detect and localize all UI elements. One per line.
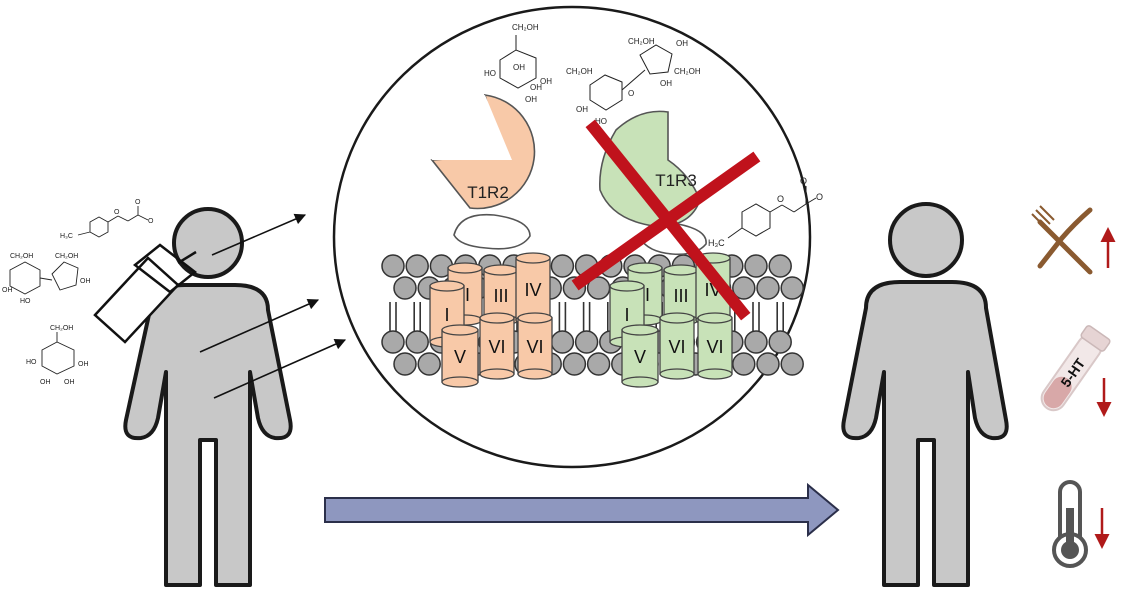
chem-label: OH (40, 379, 51, 386)
chem-label: HO (20, 298, 31, 305)
t1r3-label: T1R3 (655, 171, 697, 190)
lipid-head (550, 330, 575, 354)
chem-label: CH₂OH (674, 67, 701, 76)
helix-label: V (634, 347, 646, 367)
chem-label: HO (595, 117, 607, 126)
chem-label: CH₂OH (55, 253, 78, 260)
chem-label: OH (660, 79, 672, 88)
receptor-zoom-circle (332, 5, 812, 469)
helix-cylinder: VI (697, 312, 733, 380)
lipid-head (393, 276, 417, 300)
lipid-head (574, 330, 599, 354)
person-left (123, 207, 293, 587)
lipid-head (756, 352, 780, 376)
chem-label: OH (78, 361, 89, 368)
lipid-head (732, 276, 756, 300)
lipid-head (744, 330, 768, 354)
chem-label: O (800, 176, 807, 186)
blocked-cross (571, 119, 761, 321)
person-right (841, 202, 1009, 587)
chem-label: O (628, 89, 634, 98)
lipid-head (381, 330, 405, 354)
sweetener-sachet (93, 243, 198, 344)
glucose-structure-top: CH₂OH OH OH HO OH OH (484, 23, 552, 104)
helix-cylinder: VI (517, 312, 553, 380)
t1r2-label: T1R2 (467, 183, 509, 202)
chem-label: HO (484, 69, 496, 78)
helix-label: VI (706, 337, 723, 357)
lipid-head (405, 254, 429, 278)
process-arrow (324, 482, 840, 538)
lipid-head (562, 352, 587, 376)
helix-label: II (640, 285, 650, 305)
signal-arrows (199, 213, 347, 399)
glucose-structure-left: CH₂OH OH OH HO OH (26, 325, 89, 386)
chem-label: CH₂OH (512, 23, 539, 32)
helix-cylinder: III (663, 264, 699, 326)
chem-label: CH₂OH (628, 37, 655, 46)
lipid-head (768, 330, 792, 354)
helix-label: VI (668, 337, 685, 357)
lipid-head (780, 352, 804, 376)
chem-label: H₃C (708, 238, 725, 248)
chem-label: OH (525, 95, 537, 104)
lipid-head (393, 352, 417, 376)
thermometer-icon (1052, 480, 1088, 568)
lactisole-structure-top: H₃C O O O (708, 176, 823, 248)
helix-label: I (444, 305, 449, 325)
t1r2-receptor: T1R2 (430, 94, 536, 250)
lipid-head (732, 352, 756, 376)
helix-cylinder: VI (479, 312, 515, 380)
sucrose-structure-top: CH₂OH OH HO CH₂OH OH OH O CH₂OH (566, 37, 701, 126)
lactisole-structure-left: H₃C O O O (60, 199, 154, 240)
fork-knife-icon (1031, 205, 1093, 275)
helix-label: VI (488, 337, 505, 357)
lipid-head (744, 254, 768, 278)
lipid-head (756, 276, 780, 300)
chem-label: OH (576, 105, 588, 114)
lipid-head (586, 352, 611, 376)
sucrose-structure-left: CH₂OH OH HO CH₂OH OH (2, 253, 91, 305)
chem-label: OH (540, 77, 552, 86)
chem-label: CH₂OH (10, 253, 33, 260)
helix-label: I (624, 305, 629, 325)
chem-label: OH (2, 287, 13, 294)
chem-label: OH (64, 379, 75, 386)
helix-label: V (454, 347, 466, 367)
blood-tube-icon: 5-HT (1040, 325, 1111, 412)
chem-label: OH (513, 63, 525, 72)
chem-label: HO (26, 359, 37, 366)
lipid-head (768, 254, 792, 278)
chem-label: H₃C (60, 233, 73, 240)
helix-label: II (460, 285, 470, 305)
chem-label: OH (676, 39, 688, 48)
helix-label: VI (526, 337, 543, 357)
lipid-head (550, 254, 575, 278)
lipid-head (405, 330, 429, 354)
chem-label: CH₂OH (566, 67, 593, 76)
helix-cylinder: VI (659, 312, 695, 380)
helix-label: IV (524, 280, 541, 300)
chem-label: O (816, 192, 823, 202)
chem-label: CH₂OH (50, 325, 73, 332)
lipid-head (381, 254, 405, 278)
chem-label: O (777, 194, 784, 204)
chem-label: O (114, 209, 120, 216)
helix-label: III (673, 286, 688, 306)
helix-cylinder: V (441, 324, 479, 388)
helix-label: III (493, 286, 508, 306)
chem-label: OH (530, 83, 542, 92)
helix-cylinder: V (621, 324, 659, 388)
helix-cylinder: III (483, 264, 519, 326)
chem-label: O (135, 199, 141, 206)
lipid-head (417, 352, 441, 376)
chem-label: O (148, 218, 154, 225)
chem-label: OH (80, 278, 91, 285)
lipid-head (780, 276, 804, 300)
